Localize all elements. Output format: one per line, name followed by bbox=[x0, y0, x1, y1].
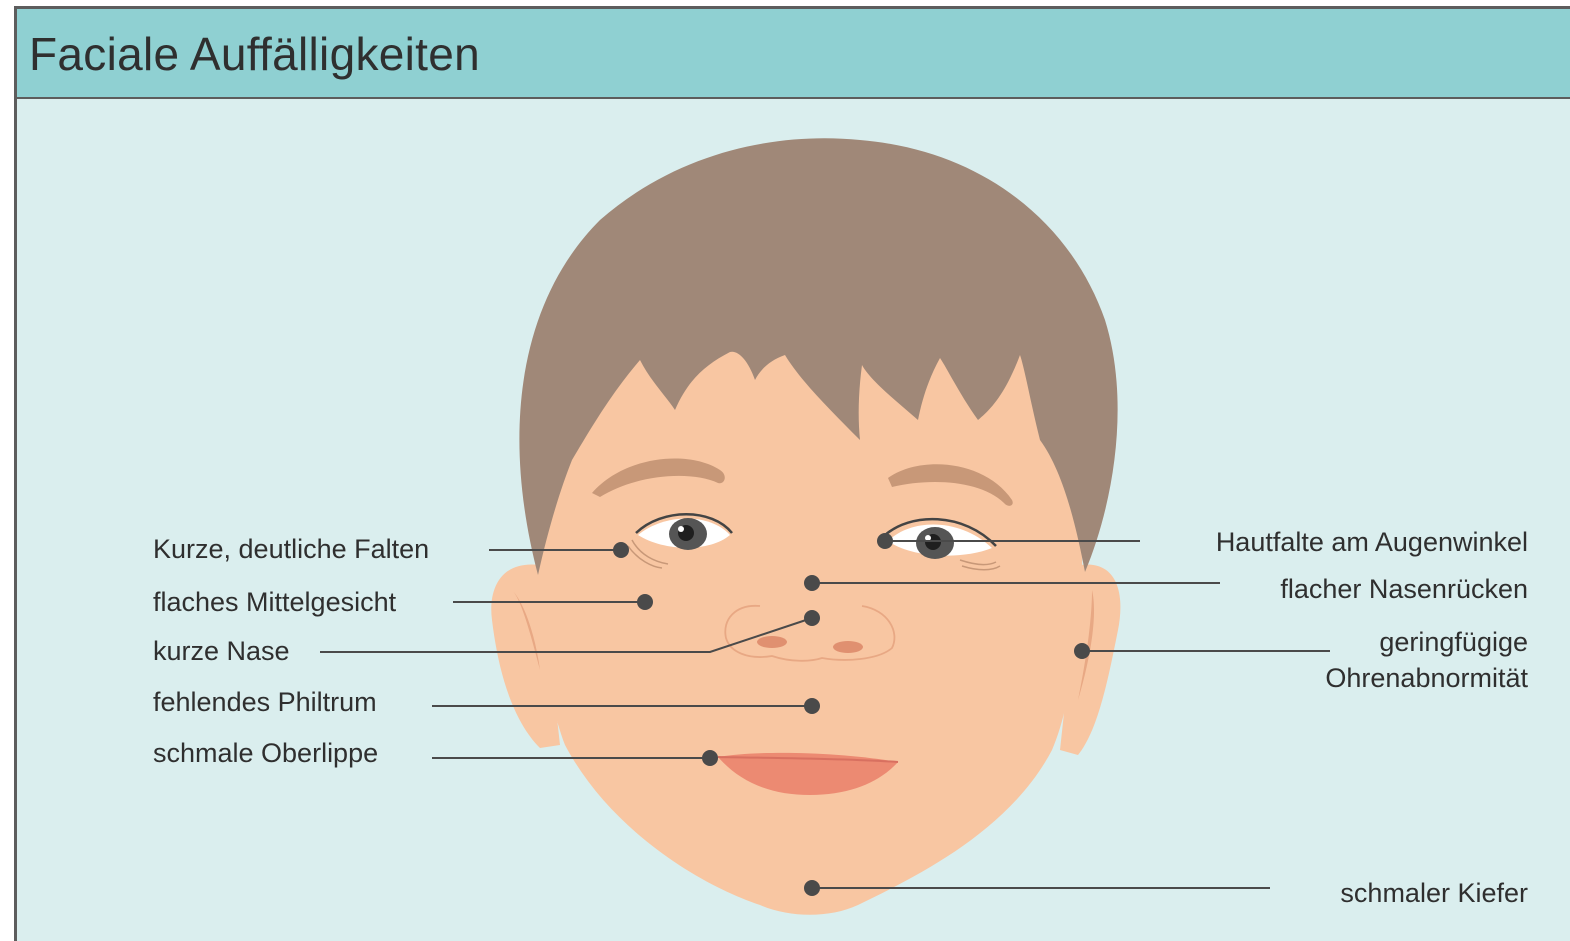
label-fehlendes-philtrum: fehlendes Philtrum bbox=[153, 685, 377, 719]
label-kurze-falten: Kurze, deutliche Falten bbox=[153, 532, 429, 566]
label-kiefer: schmaler Kiefer bbox=[1340, 876, 1528, 910]
right-nostril bbox=[833, 641, 863, 653]
label-flaches-mittelgesicht: flaches Mittelgesicht bbox=[153, 585, 396, 619]
marker-philtrum bbox=[804, 698, 820, 714]
label-hautfalte: Hautfalte am Augenwinkel bbox=[1216, 525, 1528, 559]
marker-hautfalte bbox=[877, 533, 893, 549]
label-nasenruecken: flacher Nasenrücken bbox=[1280, 572, 1528, 606]
marker-kurze-falten bbox=[613, 542, 629, 558]
marker-kiefer bbox=[804, 880, 820, 896]
label-schmale-oberlippe: schmale Oberlippe bbox=[153, 736, 378, 770]
marker-ohren bbox=[1074, 643, 1090, 659]
marker-nasenruecken bbox=[804, 575, 820, 591]
label-ohren-line1: geringfügige bbox=[1379, 625, 1528, 659]
marker-mittelgesicht bbox=[637, 594, 653, 610]
marker-oberlippe bbox=[702, 750, 718, 766]
label-kurze-nase: kurze Nase bbox=[153, 634, 290, 668]
left-nostril bbox=[757, 636, 787, 648]
label-ohren-line2: Ohrenabnormität bbox=[1325, 661, 1528, 695]
marker-kurze-nase bbox=[804, 610, 820, 626]
